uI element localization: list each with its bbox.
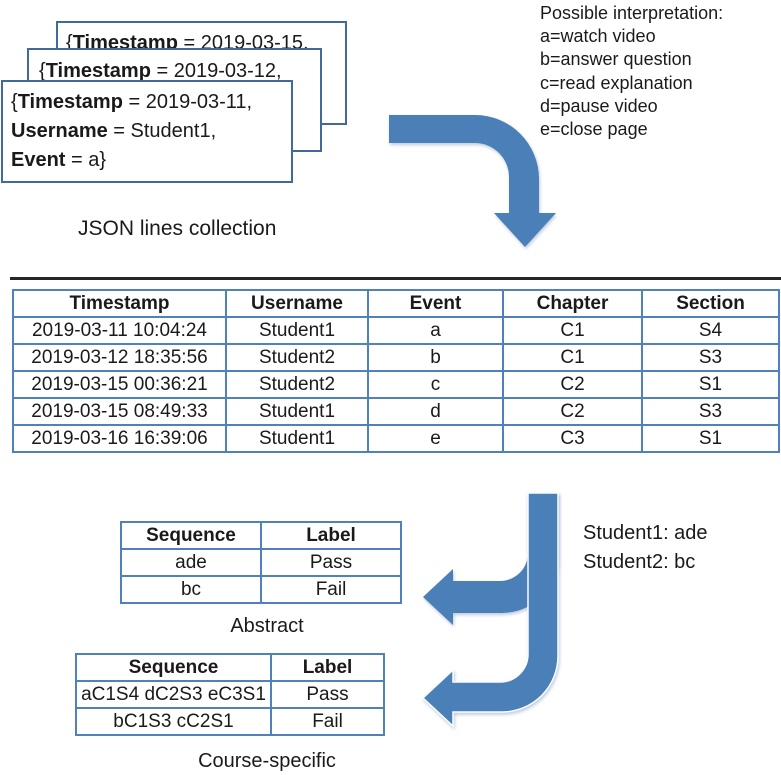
cell: 2019-03-12 18:35:56 xyxy=(12,343,227,372)
header-cell: Section xyxy=(641,289,780,318)
table-row: 2019-03-11 10:04:24 Student1 a C1 S4 xyxy=(12,316,780,345)
cell: 2019-03-16 16:39:06 xyxy=(12,424,227,453)
cell: C1 xyxy=(502,316,643,345)
cell: c xyxy=(367,370,504,399)
cell: bC1S3 cC2S1 xyxy=(75,707,272,736)
cell: Student1 xyxy=(225,397,369,426)
cell: S1 xyxy=(641,370,780,399)
cell: ade xyxy=(120,548,262,577)
curved-arrow-down-icon xyxy=(389,115,556,247)
cell: S3 xyxy=(641,343,780,372)
separator-line xyxy=(10,277,781,280)
curved-arrow-left-upper-icon xyxy=(423,493,558,625)
cell: 2019-03-11 10:04:24 xyxy=(12,316,227,345)
table-header-row: Timestamp Username Event Chapter Section xyxy=(12,289,780,318)
cell: Pass xyxy=(270,680,385,709)
header-cell: Username xyxy=(225,289,369,318)
legend-item: b=answer question xyxy=(540,49,692,70)
table-row: aC1S4 dC2S3 eC3S1 Pass xyxy=(75,680,385,709)
cell: 2019-03-15 00:36:21 xyxy=(12,370,227,399)
course-specific-table: Sequence Label aC1S4 dC2S3 eC3S1 Pass bC… xyxy=(75,653,385,736)
table-row: bc Fail xyxy=(120,575,402,604)
interpretation-legend: Possible interpretation: a=watch video b… xyxy=(540,2,723,141)
legend-item: e=close page xyxy=(540,119,648,140)
json-line: {Timestamp = 2019-03-11, xyxy=(11,91,253,113)
header-cell: Sequence xyxy=(120,521,262,550)
cell: S1 xyxy=(641,424,780,453)
legend-item: a=watch video xyxy=(540,26,656,47)
cell: C1 xyxy=(502,343,643,372)
student-sequence-line: Student2: bc xyxy=(583,551,696,573)
cell: C2 xyxy=(502,370,643,399)
table-row: 2019-03-15 00:36:21 Student2 c C2 S1 xyxy=(12,370,780,399)
cell: Student2 xyxy=(225,370,369,399)
table-header-row: Sequence Label xyxy=(75,653,385,682)
json-record-card-front: {Timestamp = 2019-03-11, Username = Stud… xyxy=(1,80,293,183)
header-cell: Sequence xyxy=(75,653,272,682)
cell: a xyxy=(367,316,504,345)
course-specific-caption: Course-specific xyxy=(198,750,336,772)
table-row: 2019-03-16 16:39:06 Student1 e C3 S1 xyxy=(12,424,780,453)
json-line: {Timestamp = 2019-03-12, xyxy=(39,60,282,82)
header-cell: Event xyxy=(367,289,504,318)
curved-arrow-left-lower-icon xyxy=(421,492,559,728)
cell: Student2 xyxy=(225,343,369,372)
abstract-caption: Abstract xyxy=(230,615,304,637)
table-row: 2019-03-15 08:49:33 Student1 d C2 S3 xyxy=(12,397,780,426)
legend-item: c=read explanation xyxy=(540,72,693,93)
header-cell: Timestamp xyxy=(12,289,227,318)
cell: C2 xyxy=(502,397,643,426)
cell: Fail xyxy=(260,575,402,604)
json-collection-caption: JSON lines collection xyxy=(78,217,277,240)
cell: C3 xyxy=(502,424,643,453)
cell: b xyxy=(367,343,504,372)
json-line: Event = a} xyxy=(11,149,107,171)
table-row: ade Pass xyxy=(120,548,402,577)
header-cell: Label xyxy=(260,521,402,550)
abstract-table: Sequence Label ade Pass bc Fail xyxy=(120,521,402,604)
header-cell: Chapter xyxy=(502,289,643,318)
json-line: Username = Student1, xyxy=(11,120,217,142)
legend-title: Possible interpretation: xyxy=(540,3,724,23)
cell: S3 xyxy=(641,397,780,426)
cell: bc xyxy=(120,575,262,604)
table-header-row: Sequence Label xyxy=(120,521,402,550)
table-row: 2019-03-12 18:35:56 Student2 b C1 S3 xyxy=(12,343,780,372)
cell: d xyxy=(367,397,504,426)
legend-item: d=pause video xyxy=(540,95,658,116)
cell: S4 xyxy=(641,316,780,345)
cell: e xyxy=(367,424,504,453)
cell: Student1 xyxy=(225,316,369,345)
table-row: bC1S3 cC2S1 Fail xyxy=(75,707,385,736)
student-sequence-note: Student1: ade Student2: bc xyxy=(583,519,708,577)
student-sequence-line: Student1: ade xyxy=(583,522,708,544)
cell: Fail xyxy=(270,707,385,736)
cell: aC1S4 dC2S3 eC3S1 xyxy=(75,680,272,709)
cell: Student1 xyxy=(225,424,369,453)
cell: 2019-03-15 08:49:33 xyxy=(12,397,227,426)
header-cell: Label xyxy=(270,653,385,682)
cell: Pass xyxy=(260,548,402,577)
event-table: Timestamp Username Event Chapter Section… xyxy=(12,289,780,453)
